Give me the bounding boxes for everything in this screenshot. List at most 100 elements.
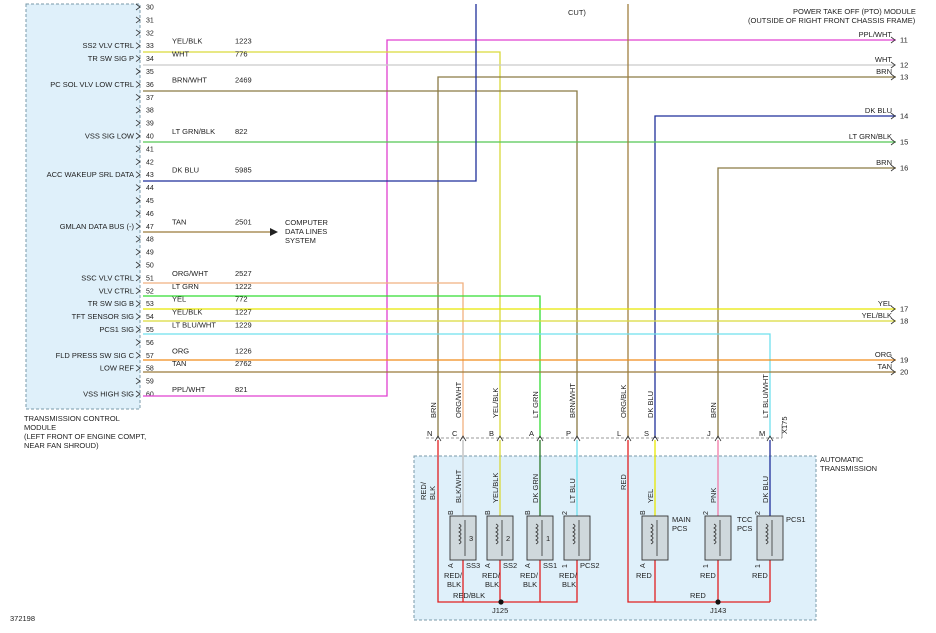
pto-wire-color-19: ORG <box>875 350 892 359</box>
pto-pin-mark-19 <box>890 356 896 364</box>
solenoid-pcs1-body <box>756 515 784 561</box>
connector-wire-color-P: BRN/WHT <box>568 383 577 418</box>
tcm-pin-55: 55 <box>146 327 154 334</box>
pto-pin-mark-13 <box>890 73 896 81</box>
tcm-pin-37: 37 <box>146 95 154 102</box>
data-lines-line3: SYSTEM <box>285 236 316 245</box>
pto-pin-14: 14 <box>900 112 908 121</box>
connector-wire-color-J: BRN <box>709 402 718 418</box>
tcm-pin-mark-34 <box>135 55 141 62</box>
solenoid-pcs1-bottom-pin: 1 <box>755 564 762 568</box>
solenoid-tcc-pcs-top-pin: 2 <box>703 511 710 515</box>
tcm-pin-54: 54 <box>146 314 154 321</box>
connector-pin-mark-J <box>714 435 722 442</box>
solenoid-ss3-coil <box>458 523 462 545</box>
tcm-pin-36: 36 <box>146 82 154 89</box>
pto-wire-color-11: PPL/WHT <box>859 30 893 39</box>
tcm-pin-32: 32 <box>146 30 154 37</box>
pto-wire-color-15: LT GRN/BLK <box>849 132 892 141</box>
connector-pin-M: M <box>759 429 765 438</box>
tcm-wire-color-40: LT GRN/BLK <box>172 127 215 136</box>
solenoid-ss3-top-color: BLK/WHT <box>454 469 463 503</box>
solenoid-pcs1-top-pin: 2 <box>755 511 762 515</box>
pto-pin-12: 12 <box>900 61 908 70</box>
tcm-pin-38: 38 <box>146 108 154 115</box>
tcc-pcs-label-1: TCC <box>737 515 753 524</box>
tcm-pin-mark-44 <box>135 184 141 191</box>
tcm-pin-35: 35 <box>146 69 154 76</box>
tcm-pin-mark-48 <box>135 235 141 243</box>
connector-pin-mark-B <box>496 435 504 442</box>
tcm-pin-mark-41 <box>135 145 141 153</box>
pto-module-line2: (OUTSIDE OF RIGHT FRONT CHASSIS FRAME) <box>748 16 916 25</box>
solenoid-tcc-pcs-body <box>704 515 732 561</box>
tcm-pin-52: 52 <box>146 288 154 295</box>
tcm-pin-mark-52 <box>135 287 141 295</box>
tcm-pin-mark-55 <box>135 326 141 333</box>
tcm-wire-color-36: BRN/WHT <box>172 75 207 84</box>
solenoid-ss3-name: SS3 <box>466 561 480 570</box>
tcm-pin-58: 58 <box>146 366 154 373</box>
red-blk-n-label-1: RED/ <box>419 481 428 500</box>
tcm-pin-mark-59 <box>135 377 141 385</box>
tcm-pin-mark-39 <box>135 119 141 127</box>
tcm-pin-mark-43 <box>135 171 141 179</box>
connector-pin-C: C <box>452 429 458 438</box>
tcm-pin-31: 31 <box>146 17 154 24</box>
solenoid-ss1-coil <box>535 523 539 545</box>
pto-pin-18: 18 <box>900 317 908 326</box>
solenoid-pcs1-name: PCS1 <box>786 515 806 524</box>
connector-pin-J: J <box>707 429 711 438</box>
tcm-pin-50: 50 <box>146 263 154 270</box>
tcm-pin-mark-31 <box>135 16 141 24</box>
solenoid-pcs1-top-color: DK BLU <box>761 476 770 503</box>
pto-wire-color-18: YEL/BLK <box>862 311 892 320</box>
connector-wire-color-A: LT GRN <box>531 391 540 418</box>
pto-pin-mark-15 <box>890 138 896 146</box>
data-lines-line2: DATA LINES <box>285 227 327 236</box>
solenoid-ss3-body <box>449 515 477 561</box>
tcm-pin-57: 57 <box>146 353 154 360</box>
tcm-signal-40: VSS SIG LOW <box>85 132 135 141</box>
pto-wire-color-12: WHT <box>875 55 892 64</box>
solenoid-tcc-pcs-bottom-pin: 1 <box>703 564 710 568</box>
tcm-pin-mark-51 <box>135 274 141 282</box>
tcm-pin-mark-36 <box>135 81 141 88</box>
solenoid-tcc-pcs-coil <box>713 523 717 545</box>
tcm-wire-color-47: TAN <box>172 217 186 226</box>
solenoid-main-pcs-bottom-pin: A <box>640 563 647 568</box>
connector-pin-mark-M <box>766 435 774 442</box>
pto-pin-mark-11 <box>890 36 896 44</box>
wire-red-blk-n <box>437 440 501 603</box>
tcm-pin-53: 53 <box>146 301 154 308</box>
connector-pin-S: S <box>644 429 649 438</box>
ss2-bot-color-1: RED/ <box>482 571 501 580</box>
tcm-wire-circuit-53: 772 <box>235 295 248 304</box>
pto-module-line1: POWER TAKE OFF (PTO) MODULE <box>793 7 916 16</box>
tcm-pin-mark-57 <box>135 351 141 359</box>
tcm-signal-47: GMLAN DATA BUS (-) <box>60 222 135 231</box>
pto-pin-13: 13 <box>900 73 908 82</box>
pto-wire-color-14: DK BLU <box>865 106 892 115</box>
connector-pin-mark-N <box>434 435 442 442</box>
tcm-pin-46: 46 <box>146 211 154 218</box>
wire-ppl-wht <box>143 39 896 397</box>
tcm-pin-mark-60 <box>135 390 141 398</box>
wire-red-blk-pcs2-1 <box>540 560 578 603</box>
solenoid-pcs2-top-color: LT BLU <box>568 478 577 503</box>
ss2-bot-color-2: BLK <box>485 580 499 589</box>
tcm-signal-36: PC SOL VLV LOW CTRL <box>50 80 134 89</box>
connector-pin-L: L <box>617 429 621 438</box>
red-blk-n-label-2: BLK <box>428 486 437 500</box>
tcm-pin-mark-53 <box>135 300 141 308</box>
wire-yel-blk-33 <box>143 51 501 438</box>
wires-layer <box>143 4 896 605</box>
tcm-pin-mark-47 <box>135 222 141 230</box>
solenoid-pcs2-top-pin: 2 <box>562 511 569 515</box>
connector-wire-color-L: ORG/BLK <box>619 385 628 418</box>
solenoid-main-pcs-top-color: YEL <box>646 489 655 503</box>
tcm-pin-33: 33 <box>146 43 154 50</box>
